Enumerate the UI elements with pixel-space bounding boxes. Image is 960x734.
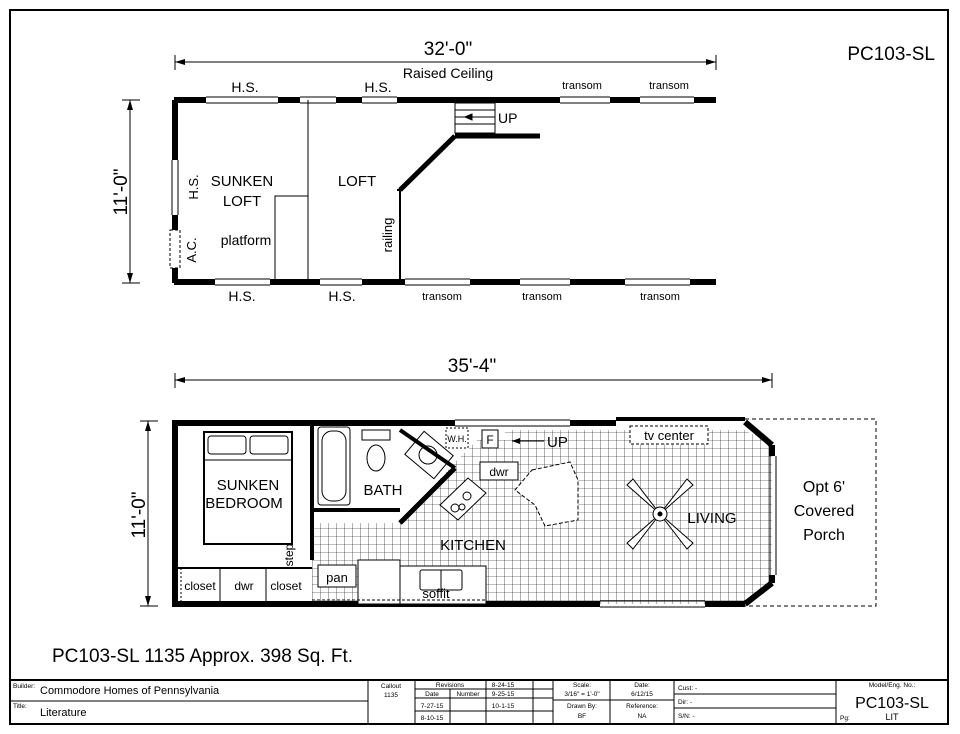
- loft-stair: [397, 102, 540, 282]
- porch-label-2: Covered: [794, 503, 854, 520]
- dir-label: Dir: -: [678, 699, 692, 706]
- loft-hs-side: H.S.: [186, 174, 201, 199]
- rev-date-2: 8-10-15: [421, 715, 444, 722]
- main-up-label: UP: [547, 434, 568, 451]
- kitchen-label: KITCHEN: [440, 537, 506, 554]
- bath-label: BATH: [364, 482, 403, 499]
- rev-number-label: Number: [456, 691, 480, 698]
- ac-label: A.C.: [184, 237, 199, 262]
- tv-center: [629, 425, 709, 445]
- soffit-label: soffit: [422, 586, 450, 601]
- kitchen-dwr-label: dwr: [489, 465, 508, 479]
- raised-ceiling-label: Raised Ceiling: [403, 65, 493, 81]
- porch-label-3: Porch: [803, 527, 845, 544]
- porch-outline: [745, 418, 877, 607]
- loft-transom-bottom-1: transom: [422, 291, 462, 303]
- loft-up-label: UP: [498, 110, 517, 126]
- loft-hs-top-2: H.S.: [364, 79, 391, 95]
- rev-date-label: Date: [425, 691, 439, 698]
- scale-value: 3/16" = 1'-0": [564, 691, 600, 698]
- sunken-bedroom-label-1: SUNKEN: [217, 477, 280, 494]
- sunken-bedroom-label-2: BEDROOM: [205, 495, 283, 512]
- loft-height-dim: 11'-0": [111, 169, 132, 216]
- porch-label-1: Opt 6': [803, 479, 845, 496]
- loft-transom-bottom-2: transom: [522, 291, 562, 303]
- ceiling-fan-icon: [626, 478, 694, 550]
- sunken-loft-label-1: SUNKEN: [211, 173, 274, 190]
- loft-transom-bottom-3: transom: [640, 291, 680, 303]
- reference-label: Reference:: [626, 703, 658, 710]
- builder-label: Builder:: [13, 683, 35, 690]
- water-heater-label: W.H.: [447, 434, 467, 444]
- reference-value: NA: [637, 713, 647, 720]
- rev-date-1: 7-27-15: [421, 703, 444, 710]
- loft-transom-top-2: transom: [649, 80, 689, 92]
- sn-label: S/N: -: [678, 713, 695, 720]
- bedroom: [178, 423, 314, 604]
- model-eng-label: Model/Eng. No.:: [869, 682, 916, 689]
- pan-label: pan: [326, 570, 348, 585]
- sunken-loft-label-2: LOFT: [223, 193, 261, 210]
- closet-2-label: closet: [270, 579, 302, 593]
- platform-label: platform: [221, 232, 272, 248]
- cust-label: Cust: -: [678, 685, 697, 692]
- callout-label: Callout: [381, 683, 401, 690]
- bedroom-dwr-label: dwr: [234, 579, 253, 593]
- rev-date-4: 9-25-15: [492, 691, 515, 698]
- drawn-by-value: BF: [578, 713, 586, 720]
- title-label: Title:: [13, 703, 27, 710]
- bath: [312, 426, 457, 525]
- loft-hs-bottom-1: H.S.: [228, 288, 255, 304]
- rev-date-5: 10-1-15: [492, 703, 515, 710]
- loft-hs-bottom-2: H.S.: [328, 288, 355, 304]
- model-eng-value: PC103-SL: [855, 695, 929, 712]
- closet-1-label: closet: [184, 579, 216, 593]
- kitchen-island: [514, 461, 579, 527]
- living-label: LIVING: [687, 510, 736, 527]
- rev-date-3: 8-24-15: [492, 682, 515, 689]
- sheet-border: [9, 9, 949, 725]
- refrigerator: [357, 559, 401, 605]
- title-value: Literature: [40, 707, 86, 719]
- callout-value: 1135: [384, 692, 398, 699]
- main-width-dim: 35'-4": [448, 356, 496, 377]
- main-height-dim: 11'-0": [129, 492, 150, 539]
- builder-value: Commodore Homes of Pennsylvania: [40, 685, 220, 697]
- plan-caption: PC103-SL 1135 Approx. 398 Sq. Ft.: [52, 646, 353, 667]
- kitchen-range: [439, 477, 487, 521]
- loft-plan: 32'-0" 11'-0": [111, 39, 717, 304]
- loft-transom-top-1: transom: [562, 80, 602, 92]
- main-floor-plan: 35'-4" 11'-0": [129, 356, 877, 608]
- railing-label: railing: [380, 218, 395, 253]
- pg-label: Pg:: [840, 715, 850, 722]
- loft-width-dim: 32'-0": [424, 39, 472, 60]
- date-value: 6/12/15: [631, 691, 653, 698]
- loft-label: LOFT: [338, 173, 376, 190]
- title-block: [10, 679, 948, 724]
- furnace-label: F: [486, 433, 493, 447]
- scale-label: Scale:: [573, 682, 591, 689]
- revisions-label: Revisions: [436, 682, 465, 689]
- loft-hs-top-1: H.S.: [231, 79, 258, 95]
- drawn-by-label: Drawn By:: [567, 703, 597, 710]
- platform-outline: [274, 195, 309, 283]
- date-label: Date:: [634, 682, 650, 689]
- model-tag: PC103-SL: [847, 44, 935, 65]
- pg-value: LIT: [885, 712, 899, 722]
- tv-center-label: tv center: [644, 428, 695, 443]
- step-label: step: [282, 543, 296, 566]
